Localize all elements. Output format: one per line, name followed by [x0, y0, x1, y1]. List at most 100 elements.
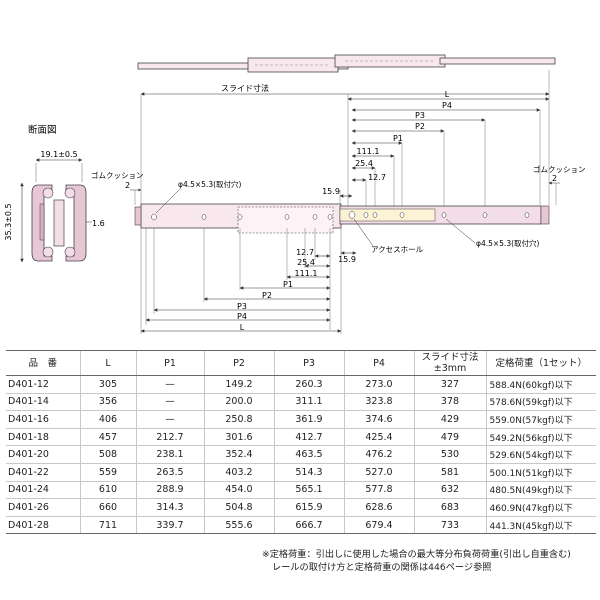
section-label: 断面図	[28, 124, 57, 136]
dim-l-bottom: L	[240, 323, 245, 332]
dim-159-top: 15.9	[322, 187, 340, 196]
table-cell: 504.8	[203, 498, 274, 517]
table-cell: 301.6	[203, 428, 274, 447]
table-cell: 555.6	[203, 516, 274, 535]
table-cell: 412.7	[273, 428, 344, 447]
access-hole-label: アクセスホール	[371, 245, 424, 254]
table-cell: —	[135, 393, 204, 412]
footnote-rated-load: ※定格荷重：引出しに使用した場合の最大等分布負荷荷重(引出し自重含む)	[262, 549, 571, 560]
dim-l-top: L	[445, 90, 450, 99]
table-cell: 565.1	[273, 481, 344, 500]
table-cell: 441.3N(45kgf)以下	[485, 516, 596, 535]
table-cell: 733	[413, 516, 486, 535]
dim-p4-top: P4	[442, 101, 452, 110]
table-cell: 666.7	[273, 516, 344, 535]
technical-drawing: 断面図 19.1±0.5 35.3±0.5 1.6 スライド寸法 L P4 P3	[4, 54, 586, 334]
table-cell: 352.4	[203, 445, 274, 464]
table-cell: 460.9N(47kgf)以下	[485, 498, 596, 517]
dim-127-top: 12.7	[368, 173, 386, 182]
table-cell: —	[135, 410, 204, 429]
dim-254-bottom: 25.4	[297, 258, 315, 267]
upper-dimensions: スライド寸法 L P4 P3 P2 P1 111.1 25.4 12.7 15.…	[140, 70, 550, 220]
table-cell: 588.4N(60kgf)以下	[485, 375, 596, 394]
table-cell: 403.2	[203, 463, 274, 482]
table-cell: 679.4	[343, 516, 414, 535]
table-cell: 406	[79, 410, 136, 429]
hole-label-right: φ4.5×5.3(取付穴)	[476, 238, 540, 248]
section-height-dim: 35.3±0.5	[4, 203, 13, 240]
col-header: L	[79, 350, 136, 376]
table-cell: 549.2N(56kgf)以下	[485, 428, 596, 447]
dim-p2-bottom: P2	[262, 291, 272, 300]
col-header: 品 番	[6, 350, 80, 376]
table-cell: 263.5	[135, 463, 204, 482]
table-cell: 361.9	[273, 410, 344, 429]
rubber-cushion-labels: ゴムクッション 2 ゴムクッション 2	[91, 164, 586, 205]
table-cell: 378	[413, 393, 486, 412]
table-cell: 559	[79, 463, 136, 482]
table-cell: D401-20	[6, 445, 80, 464]
table-cell: 559.0N(57kgf)以下	[485, 410, 596, 429]
table-cell: 615.9	[273, 498, 344, 517]
table-cell: 632	[413, 481, 486, 500]
table-cell: 200.0	[203, 393, 274, 412]
table-cell: 327	[413, 375, 486, 394]
table-cell: 508	[79, 445, 136, 464]
table-cell: 514.3	[273, 463, 344, 482]
table-cell: 314.3	[135, 498, 204, 517]
dim-p2-top: P2	[415, 122, 425, 131]
dim-159-bottom: 15.9	[338, 255, 356, 264]
table-cell: 529.6N(54kgf)以下	[485, 445, 596, 464]
table-cell: 463.5	[273, 445, 344, 464]
table-cell: 273.0	[343, 375, 414, 394]
cushion-left-value: 2	[125, 181, 130, 190]
rail-side-view	[134, 203, 550, 234]
table-cell: D401-26	[6, 498, 80, 517]
slide-dim-label: スライド寸法	[221, 83, 269, 93]
section-width-dim: 19.1±0.5	[40, 150, 77, 159]
cross-section-view: 断面図 19.1±0.5 35.3±0.5 1.6	[4, 124, 105, 263]
dim-p1-bottom: P1	[283, 280, 293, 289]
dim-p3-bottom: P3	[237, 302, 247, 311]
hole-labels: φ4.5×5.3(取付穴) φ4.5×5.3(取付穴) アクセスホール	[155, 179, 540, 254]
table-cell: 212.7	[135, 428, 204, 447]
table-cell: 311.1	[273, 393, 344, 412]
table-cell: 250.8	[203, 410, 274, 429]
rubber-cushion-left: ゴムクッション	[91, 170, 144, 180]
table-cell: D401-12	[6, 375, 80, 394]
table-cell: —	[135, 375, 204, 394]
table-cell: 476.2	[343, 445, 414, 464]
table-cell: 628.6	[343, 498, 414, 517]
table-cell: 374.6	[343, 410, 414, 429]
table-cell: D401-24	[6, 481, 80, 500]
table-cell: D401-16	[6, 410, 80, 429]
footnote-reference: レールの取付け方と定格荷重の関係は446ページ参照	[272, 562, 492, 573]
table-cell: 578.6N(59kgf)以下	[485, 393, 596, 412]
col-header: P2	[203, 350, 274, 376]
table-cell: 660	[79, 498, 136, 517]
table-cell: 457	[79, 428, 136, 447]
dim-p4-bottom: P4	[237, 312, 247, 321]
footnotes: ※定格荷重：引出しに使用した場合の最大等分布負荷荷重(引出し自重含む) レールの…	[262, 548, 571, 574]
col-header: P1	[135, 350, 204, 376]
lower-dimensions: 15.9 12.7 25.4 111.1 P1 P2 P3 P4 L	[140, 228, 357, 334]
table-cell: D401-28	[6, 516, 80, 535]
table-cell: 288.9	[135, 481, 204, 500]
spec-table: 品 番 L P1 P2 P3 P4 スライド寸法 ±3mm 定格荷重（1セット）…	[6, 350, 596, 535]
table-cell: 149.2	[203, 375, 274, 394]
col-header: P4	[343, 350, 414, 376]
table-cell: D401-14	[6, 393, 80, 412]
table-cell: 581	[413, 463, 486, 482]
table-cell: 238.1	[135, 445, 204, 464]
table-cell: 530	[413, 445, 486, 464]
extended-slide-view	[137, 54, 556, 73]
dim-p1-top: P1	[393, 134, 403, 143]
section-gap-dim: 1.6	[92, 219, 105, 228]
col-header: P3	[273, 350, 344, 376]
table-cell: 356	[79, 393, 136, 412]
